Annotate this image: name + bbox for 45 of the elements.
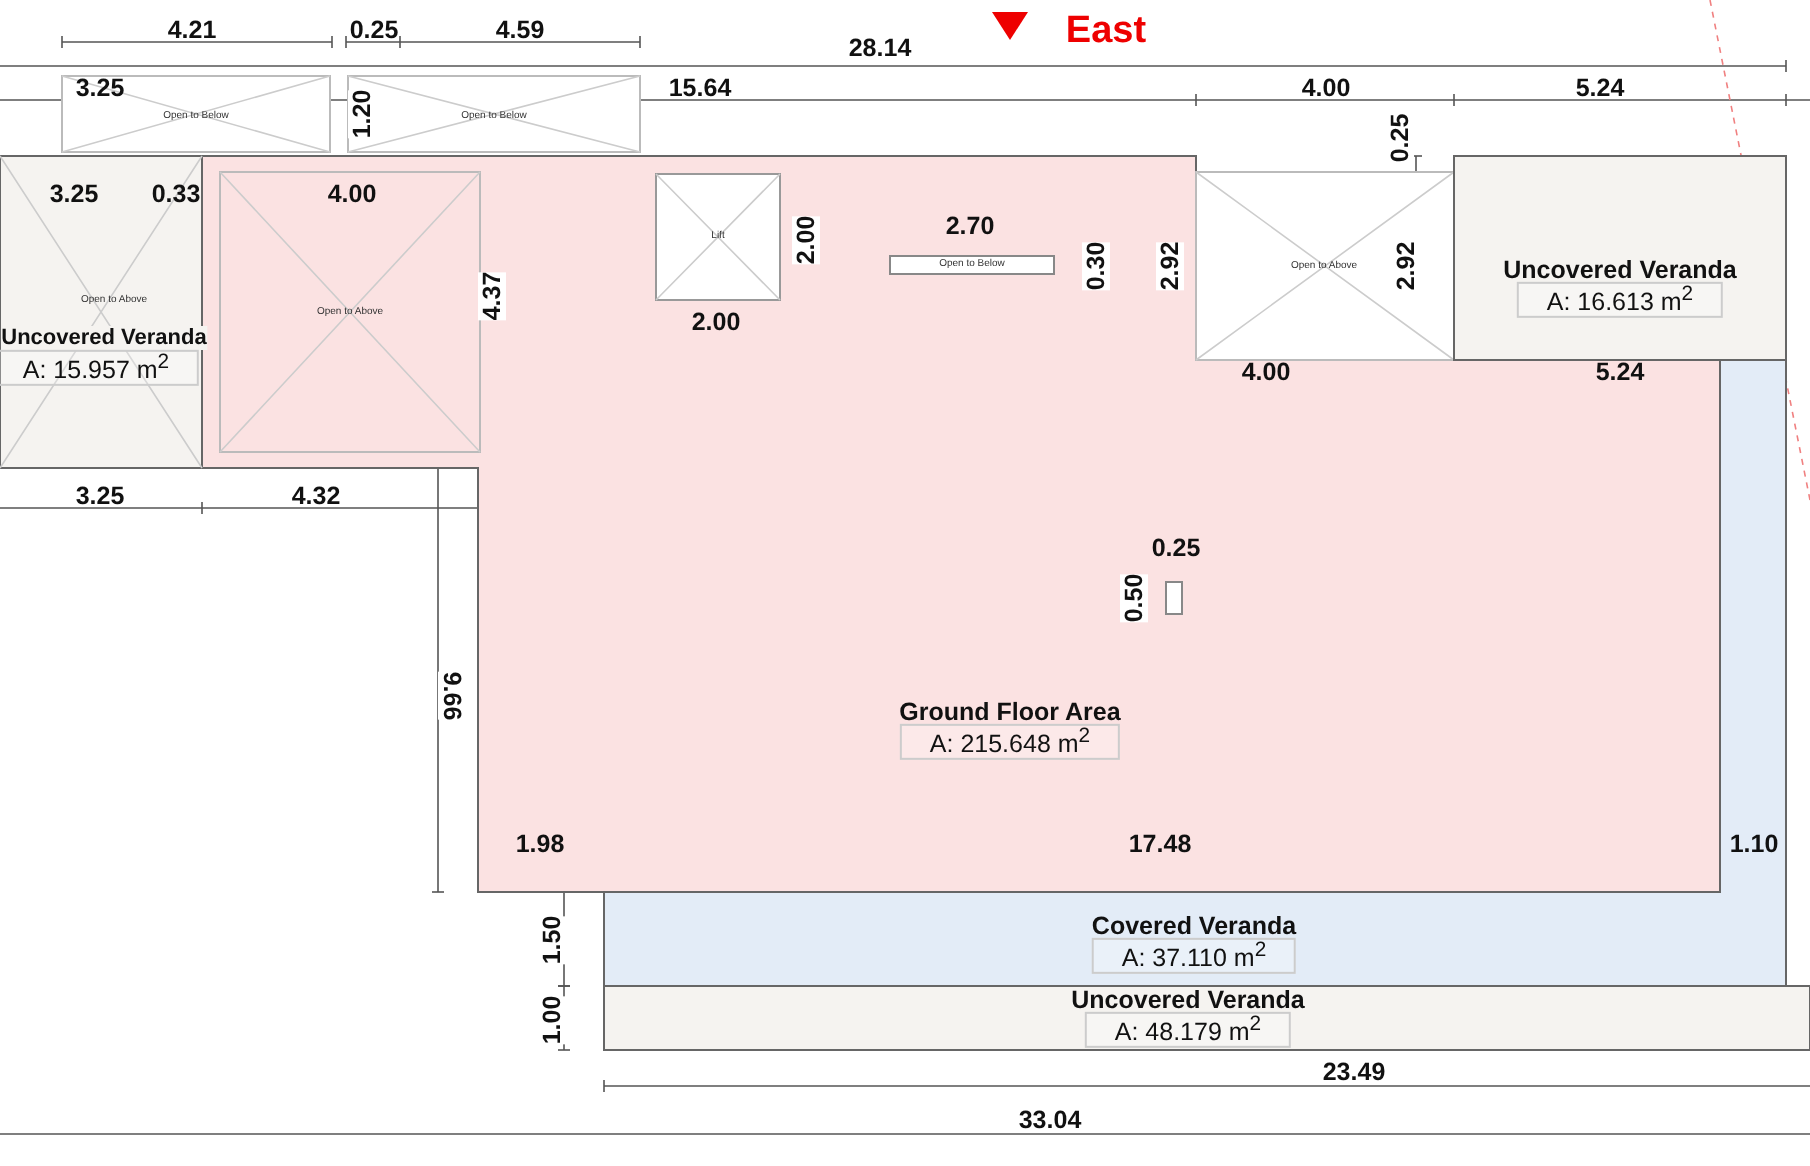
dimension-label: 2.00 [792, 215, 820, 265]
area-value: A: 15.957 m$^{2}$ [0, 349, 200, 387]
dimension-label: 33.04 [1018, 1106, 1082, 1134]
dimension-label: 2.00 [691, 308, 741, 336]
dimension-label: 4.21 [167, 16, 217, 44]
dimension-label: 28.14 [848, 34, 912, 62]
dimension-label: 5.24 [1575, 74, 1625, 102]
dimension-label: 0.25 [1386, 113, 1414, 163]
dimension-label: 5.24 [1595, 358, 1645, 386]
area-name: Uncovered Veranda [1503, 256, 1737, 284]
dimension-label: 3.25 [75, 74, 125, 102]
dimension-label: 0.50 [1120, 573, 1148, 623]
area-name: Uncovered Veranda [1071, 986, 1305, 1014]
dimension-label: 4.37 [478, 271, 506, 321]
dimension-label: 1.20 [348, 89, 376, 139]
dimension-label: 1.10 [1729, 830, 1779, 858]
dimension-label: 9.66 [438, 671, 466, 721]
dimension-label: 0.33 [151, 180, 201, 208]
dimension-label: 2.92 [1156, 241, 1184, 291]
dimension-label: 2.92 [1392, 241, 1420, 291]
dimension-label: 4.00 [327, 180, 377, 208]
area-value: A: 16.613 m$^{2}$ [1516, 281, 1724, 319]
dimension-label: 1.00 [538, 995, 566, 1045]
dimension-label: 1.98 [515, 830, 565, 858]
dimension-label: 0.25 [349, 16, 399, 44]
area-value: A: 48.179 m$^{2}$ [1084, 1011, 1292, 1049]
area-name: Covered Veranda [1091, 912, 1297, 940]
dimension-label: 0.25 [1151, 534, 1201, 562]
dimension-label: 17.48 [1128, 830, 1192, 858]
dimension-label: 0.30 [1082, 241, 1110, 291]
area-value: A: 37.110 m$^{2}$ [1091, 937, 1297, 975]
dimension-label: 1.50 [538, 915, 566, 965]
area-name: Ground Floor Area [899, 698, 1121, 726]
direction-label: East [1065, 10, 1147, 54]
dimension-label: 3.25 [75, 482, 125, 510]
dimension-label: 3.25 [49, 180, 99, 208]
dimension-label: 4.00 [1301, 74, 1351, 102]
dimension-label: 15.64 [668, 74, 732, 102]
area-value: A: 215.648 m$^{2}$ [899, 723, 1121, 761]
dimension-label: 2.70 [945, 212, 995, 240]
dimension-label: 23.49 [1322, 1058, 1386, 1086]
dimension-label: 4.32 [291, 482, 341, 510]
area-name: Uncovered Veranda [1, 326, 207, 350]
dimension-label: 4.59 [495, 16, 545, 44]
dimension-label: 4.00 [1241, 358, 1291, 386]
